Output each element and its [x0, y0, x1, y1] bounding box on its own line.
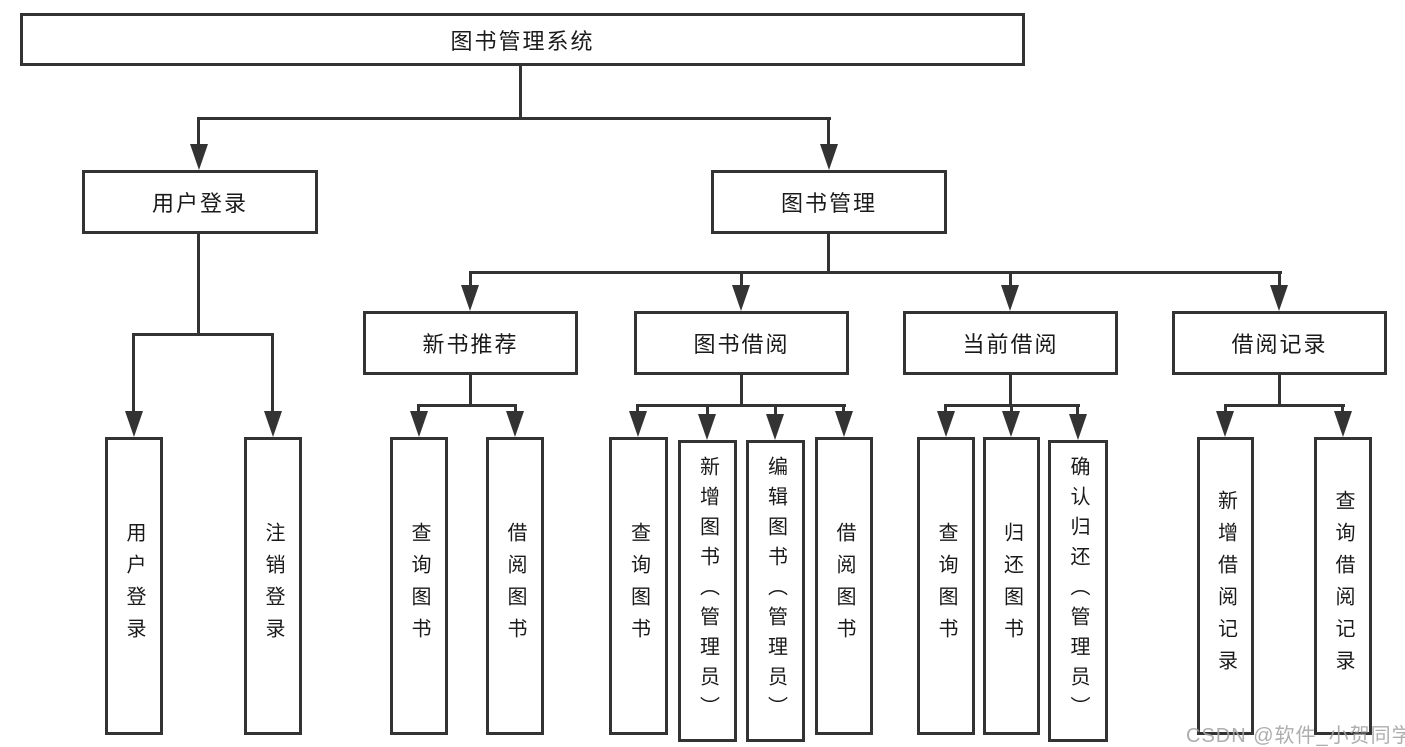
node-book-management: 图书管理	[711, 170, 947, 234]
arrowhead-recommend-query	[410, 411, 428, 437]
connector-user-login-stem	[197, 232, 200, 335]
connector-borrowing-drop-2	[706, 404, 709, 416]
connector-new-books-drop-2	[514, 404, 517, 414]
node-records-add-record: 新增借阅记录	[1197, 437, 1254, 735]
node-user-login-action: 用户登录	[105, 437, 163, 735]
connector-borrowing-drop-4	[842, 404, 845, 414]
node-current-confirm-return-admin: 确认归还（管理员）	[1048, 440, 1108, 742]
arrowhead-user-login	[190, 144, 208, 170]
connector-borrowing-drop-1	[636, 404, 639, 414]
node-new-book-recommend: 新书推荐	[363, 311, 578, 375]
connector-records-stem	[1278, 373, 1281, 407]
node-current-return-books: 归还图书	[983, 437, 1040, 735]
node-current-query-books-label: 查询图书	[935, 522, 957, 650]
connector-current-drop-2	[1010, 404, 1013, 414]
connector-records-drop-1	[1224, 404, 1227, 414]
node-current-confirm-return-admin-label: 确认归还（管理员）	[1067, 456, 1089, 726]
arrowhead-borrowing-borrow	[835, 411, 853, 437]
connector-current-drop-1	[944, 404, 947, 414]
connector-book-management-stem	[827, 231, 830, 274]
arrowhead-user-login-action	[125, 411, 143, 437]
connector-user-login-drop-2	[271, 333, 274, 413]
arrowhead-new-books	[461, 285, 479, 311]
connector-root-crossbar	[197, 117, 831, 120]
connector-user-login-drop-1	[132, 333, 135, 413]
node-recommend-borrow-books: 借阅图书	[486, 437, 544, 735]
arrowhead-logout-action	[264, 411, 282, 437]
node-records-query-record: 查询借阅记录	[1314, 437, 1372, 735]
node-recommend-query-books-label: 查询图书	[408, 522, 430, 650]
node-borrowing-edit-books-admin-label: 编辑图书（管理员）	[764, 456, 787, 726]
connector-book-management-crossbar	[469, 271, 1282, 274]
node-book-borrowing-label: 图书借阅	[693, 332, 790, 357]
node-borrowing-add-books-admin: 新增图书（管理员）	[678, 440, 737, 742]
arrowhead-current-borrowing	[1001, 285, 1019, 311]
connector-user-login-crossbar	[132, 333, 274, 336]
connector-records-drop-2	[1341, 404, 1344, 414]
arrowhead-records-add	[1216, 411, 1234, 437]
node-logout-action-label: 注销登录	[262, 522, 284, 650]
node-user-login-label: 用户登录	[151, 191, 248, 216]
arrowhead-book-borrowing	[732, 285, 750, 311]
arrowhead-current-confirm	[1069, 414, 1087, 440]
node-logout-action: 注销登录	[244, 437, 302, 735]
node-borrowing-edit-books-admin: 编辑图书（管理员）	[746, 440, 805, 742]
connector-records-crossbar	[1224, 404, 1345, 407]
connector-book-borrowing-stem	[740, 373, 743, 407]
watermark-text: CSDN @软件_小贺同学	[1186, 725, 1405, 747]
arrowhead-borrowing-query	[629, 411, 647, 437]
node-current-borrowing: 当前借阅	[903, 311, 1118, 375]
node-borrowing-borrow-books-label: 借阅图书	[833, 522, 855, 650]
node-current-return-books-label: 归还图书	[1000, 522, 1023, 650]
node-book-management-label: 图书管理	[780, 191, 877, 216]
connector-new-books-crossbar	[417, 404, 517, 407]
connector-book-borrowing-crossbar	[636, 404, 846, 407]
arrowhead-recommend-borrow	[506, 411, 524, 437]
arrowhead-book-management	[820, 144, 838, 170]
connector-drop-current-borrowing	[1009, 271, 1012, 289]
node-current-query-books: 查询图书	[917, 437, 975, 735]
connector-borrowing-drop-3	[774, 404, 777, 416]
connector-root-stem	[519, 66, 522, 119]
connector-root-drop-right	[827, 117, 830, 150]
connector-drop-book-borrowing	[740, 271, 743, 289]
node-records-add-record-label: 新增借阅记录	[1214, 490, 1237, 682]
node-book-borrowing: 图书借阅	[634, 311, 849, 375]
connector-drop-borrowing-records	[1278, 271, 1281, 289]
node-borrowing-query-books-label: 查询图书	[627, 522, 650, 650]
connector-current-stem	[1009, 373, 1012, 407]
node-borrowing-borrow-books: 借阅图书	[815, 437, 873, 735]
node-library-system-label: 图书管理系统	[450, 28, 595, 54]
node-recommend-borrow-books-label: 借阅图书	[504, 522, 526, 650]
arrowhead-current-query	[937, 411, 955, 437]
arrowhead-borrowing-add	[698, 414, 716, 440]
connector-root-drop-left	[197, 117, 200, 150]
arrowhead-current-return	[1002, 411, 1020, 437]
node-current-borrowing-label: 当前借阅	[962, 332, 1059, 357]
connector-new-books-stem	[469, 373, 472, 407]
connector-current-drop-3	[1076, 404, 1079, 416]
node-recommend-query-books: 查询图书	[390, 437, 448, 735]
node-borrowing-add-books-admin-label: 新增图书（管理员）	[696, 456, 719, 726]
node-library-system: 图书管理系统	[20, 13, 1025, 66]
node-user-login: 用户登录	[82, 170, 318, 234]
arrowhead-borrowing-records	[1270, 285, 1288, 311]
node-records-query-record-label: 查询借阅记录	[1332, 490, 1354, 682]
connector-new-books-drop-1	[417, 404, 420, 414]
node-borrowing-records-label: 借阅记录	[1231, 332, 1328, 357]
node-new-book-recommend-label: 新书推荐	[422, 332, 519, 357]
node-user-login-action-label: 用户登录	[123, 522, 145, 650]
arrowhead-records-query	[1334, 411, 1352, 437]
node-borrowing-query-books: 查询图书	[609, 437, 668, 735]
node-borrowing-records: 借阅记录	[1172, 311, 1387, 375]
connector-drop-new-books	[469, 271, 472, 289]
arrowhead-borrowing-edit	[766, 414, 784, 440]
